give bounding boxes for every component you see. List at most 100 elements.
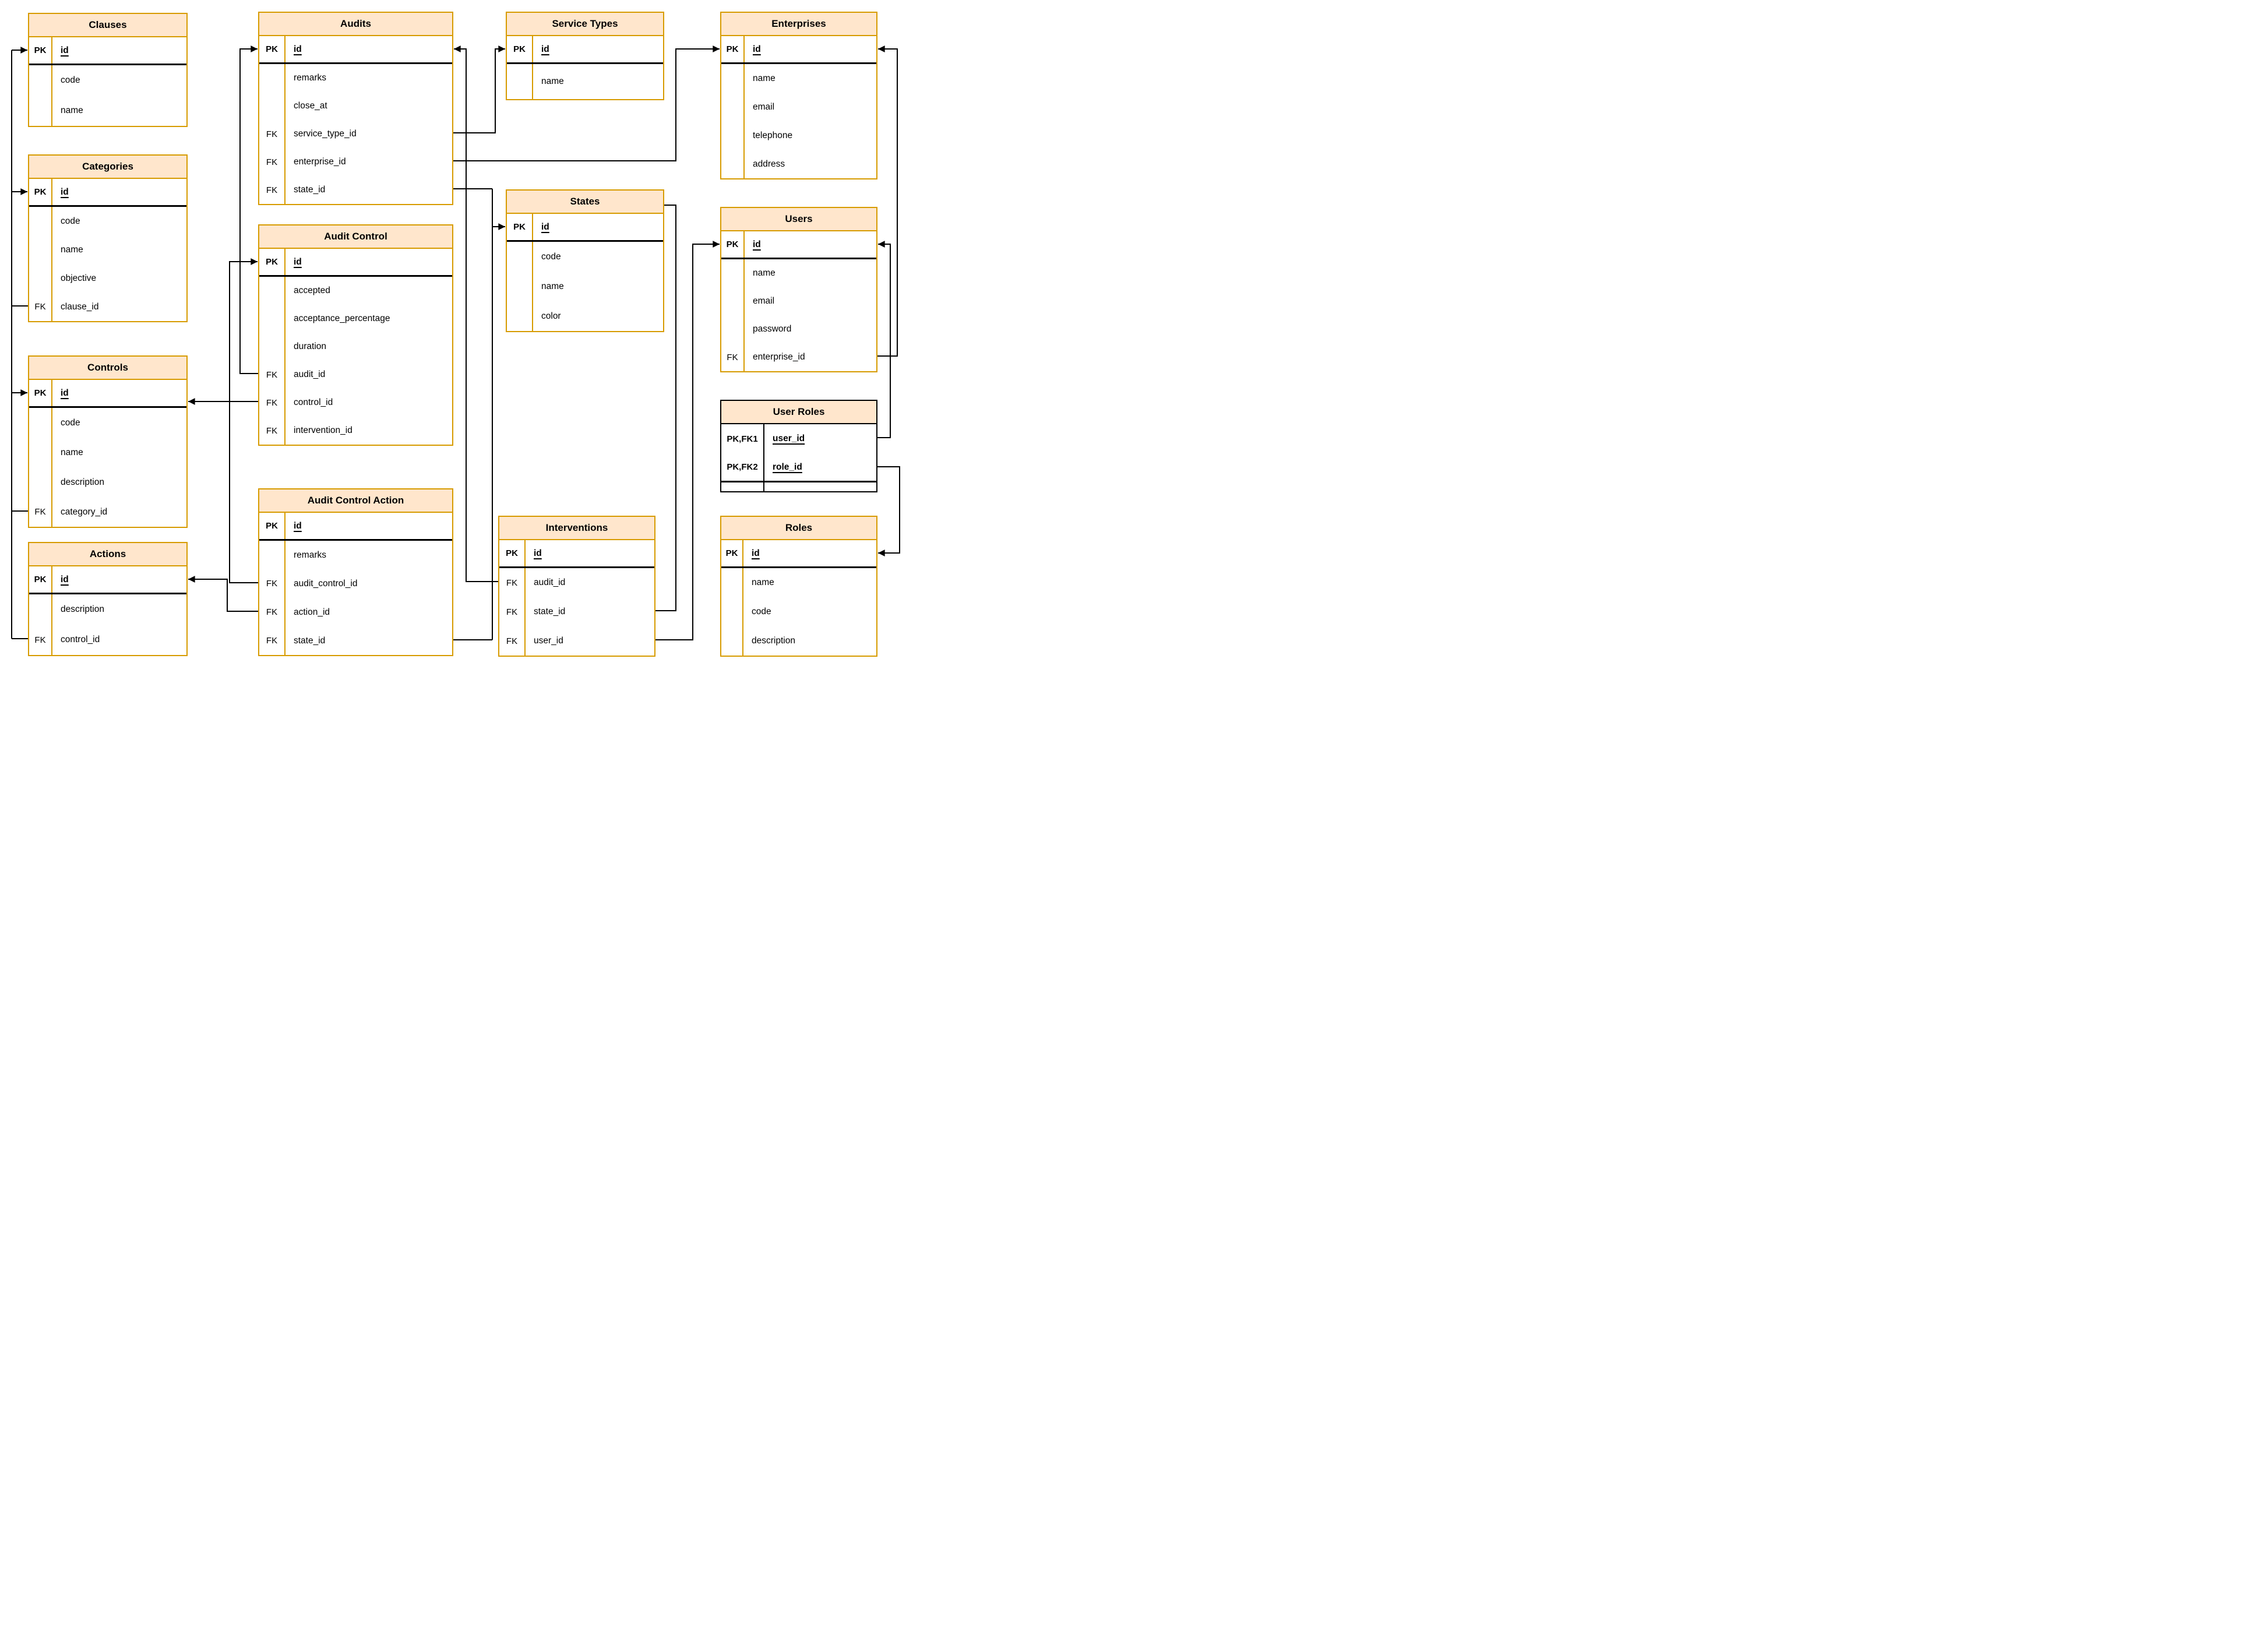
key-cell: PK bbox=[29, 179, 52, 205]
key-cell: FK bbox=[721, 343, 745, 371]
key-cell: FK bbox=[499, 597, 526, 626]
key-cell bbox=[721, 597, 743, 626]
attr-label: code bbox=[541, 251, 561, 262]
key-cell bbox=[29, 594, 52, 625]
table-title-audit_control: Audit Control bbox=[259, 226, 452, 249]
table-title-interventions: Interventions bbox=[499, 517, 654, 540]
table-title-clauses: Clauses bbox=[29, 14, 186, 37]
table-row-interventions-state_id: FK state_id bbox=[499, 597, 654, 626]
attr-label: telephone bbox=[753, 130, 793, 140]
attr-label: email bbox=[753, 296, 775, 306]
key-cell bbox=[721, 626, 743, 656]
connector-audits-service_type_id-to-servicetypes-id bbox=[453, 45, 505, 133]
attr-label: duration bbox=[294, 341, 327, 351]
key-cell: PK,FK2 bbox=[721, 453, 764, 481]
table-row-audit_control-accepted: accepted bbox=[259, 277, 452, 305]
key-cell: FK bbox=[259, 176, 285, 204]
key-cell bbox=[29, 438, 52, 467]
key-cell: PK bbox=[721, 540, 743, 566]
attr-label: address bbox=[753, 158, 785, 169]
key-cell: PK bbox=[259, 36, 285, 62]
key-cell: PK bbox=[259, 513, 285, 539]
table-title-audit_control_action: Audit Control Action bbox=[259, 489, 452, 513]
table-row-users-name: name bbox=[721, 259, 876, 287]
key-cell bbox=[29, 408, 52, 438]
key-cell bbox=[29, 467, 52, 497]
attr-label: id bbox=[294, 256, 302, 267]
connector-users-enterprise_id-to-enterprises-id bbox=[877, 45, 898, 357]
attr-label: control_id bbox=[294, 397, 333, 407]
table-row-service_types-name: name bbox=[507, 64, 663, 99]
attr-label: id bbox=[294, 44, 302, 54]
attr-label: id bbox=[294, 520, 302, 531]
key-cell bbox=[507, 242, 533, 272]
key-cell bbox=[507, 301, 533, 331]
table-row-controls-description: description bbox=[29, 467, 186, 497]
table-title-categories: Categories bbox=[29, 156, 186, 179]
key-cell: PK bbox=[721, 36, 745, 62]
key-cell: FK bbox=[29, 497, 52, 527]
attr-label: description bbox=[752, 636, 795, 646]
attr-label: role_id bbox=[773, 462, 802, 472]
attr-label: id bbox=[61, 45, 69, 55]
attr-label: id bbox=[534, 548, 542, 558]
key-cell bbox=[259, 92, 285, 120]
attr-label: audit_id bbox=[294, 369, 326, 379]
key-cell: FK bbox=[259, 598, 285, 626]
attr-label: email bbox=[753, 101, 775, 112]
attr-label: name bbox=[752, 577, 774, 587]
table-row-audit_control_action-remarks: remarks bbox=[259, 541, 452, 569]
connector-userroles-user_id-to-users-id bbox=[877, 241, 891, 438]
table-row-categories-name: name bbox=[29, 235, 186, 264]
key-cell bbox=[259, 277, 285, 305]
attr-label: code bbox=[752, 607, 771, 617]
attr-label: remarks bbox=[294, 550, 326, 560]
attr-label: state_id bbox=[534, 607, 566, 617]
key-cell: PK bbox=[29, 37, 52, 64]
attr-label: close_at bbox=[294, 101, 327, 111]
connector-aca-audit_control_id-to-auditcontrol-id bbox=[229, 258, 258, 583]
table-row-controls-code: code bbox=[29, 408, 186, 438]
table-row-actions-description: description bbox=[29, 594, 186, 625]
attr-label: id bbox=[61, 186, 69, 197]
table-row-enterprises-telephone: telephone bbox=[721, 121, 876, 150]
key-cell bbox=[259, 333, 285, 361]
attr-label: accepted bbox=[294, 286, 330, 295]
attr-label: audit_control_id bbox=[294, 578, 358, 589]
table-row-roles-name: name bbox=[721, 568, 876, 597]
key-cell bbox=[259, 64, 285, 92]
key-cell bbox=[721, 121, 745, 150]
table-row-states-code: code bbox=[507, 242, 663, 272]
table-row-states-name: name bbox=[507, 272, 663, 301]
attr-label: name bbox=[753, 73, 775, 83]
table-title-roles: Roles bbox=[721, 517, 876, 540]
attr-label: objective bbox=[61, 273, 97, 283]
connector-auditcontrol-audit_id-to-audits-id bbox=[239, 45, 258, 374]
key-cell: FK bbox=[29, 293, 52, 321]
attr-label: id bbox=[541, 221, 549, 232]
attr-label: id bbox=[753, 44, 761, 54]
attr-label: name bbox=[753, 268, 775, 278]
table-row-categories-code: code bbox=[29, 207, 186, 235]
key-cell: PK bbox=[507, 36, 533, 62]
key-cell bbox=[29, 264, 52, 293]
table-row-states-color: color bbox=[507, 301, 663, 331]
attr-label: code bbox=[61, 417, 80, 428]
attr-label: code bbox=[61, 75, 80, 85]
attr-label: id bbox=[61, 574, 69, 584]
